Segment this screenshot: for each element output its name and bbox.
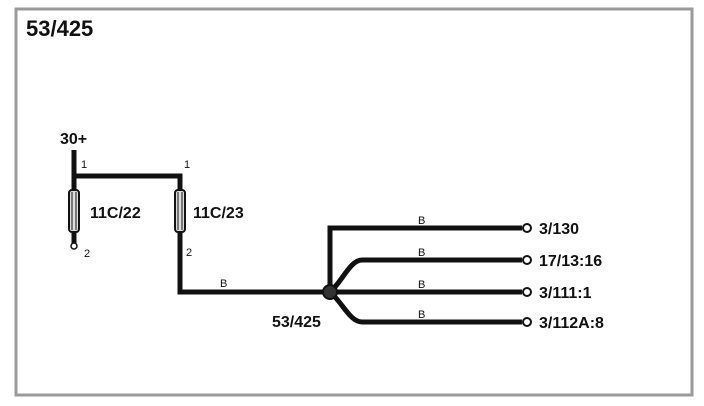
destination-label: 3/130 [539,221,579,238]
terminal-3-111-1 [522,287,532,297]
feed-wire [177,232,330,295]
connector-11c-22-pin-top: 1 [81,159,87,171]
terminal-17-13-16 [522,255,532,265]
branch-wire-color: B [418,215,425,227]
destination-label: 3/112A:8 [539,315,604,332]
connector-11c-23-pin-bottom: 2 [186,247,192,259]
splice-label: 53/425 [272,314,321,331]
terminal-3-112a-8 [522,317,532,327]
connector-11c-22 [68,189,80,233]
connector-body [68,189,80,233]
branch-wire-color: B [418,247,425,259]
diagram-frame [14,7,694,397]
diagram-title: 53/425 [26,16,93,41]
connector-11c-23 [174,189,186,233]
connector-body [174,189,186,233]
connector-11c-22-pin-bottom: 2 [84,248,90,260]
destination-label: 3/111:1 [539,285,592,302]
branch-wire-17-13-16 [328,257,522,294]
connector-11c-23-pin-top: 1 [184,159,190,171]
connector-11c-23-label: 11C/23 [193,205,244,222]
connector-11c-22-terminal [70,242,78,250]
supply-label: 30+ [60,131,87,148]
branch-wire-3-130 [327,225,522,292]
bridge-wire [74,173,183,190]
connector-11c-22-label: 11C/22 [90,205,141,222]
branch-wire-3-112a-8 [328,290,522,325]
branch-wire-color: B [418,309,425,321]
destination-label: 17/13:16 [539,253,602,270]
splice-node [322,284,338,300]
branch-wire-color: B [418,279,425,291]
feed-wire-color: B [220,278,227,290]
terminal-3-130 [522,223,532,233]
